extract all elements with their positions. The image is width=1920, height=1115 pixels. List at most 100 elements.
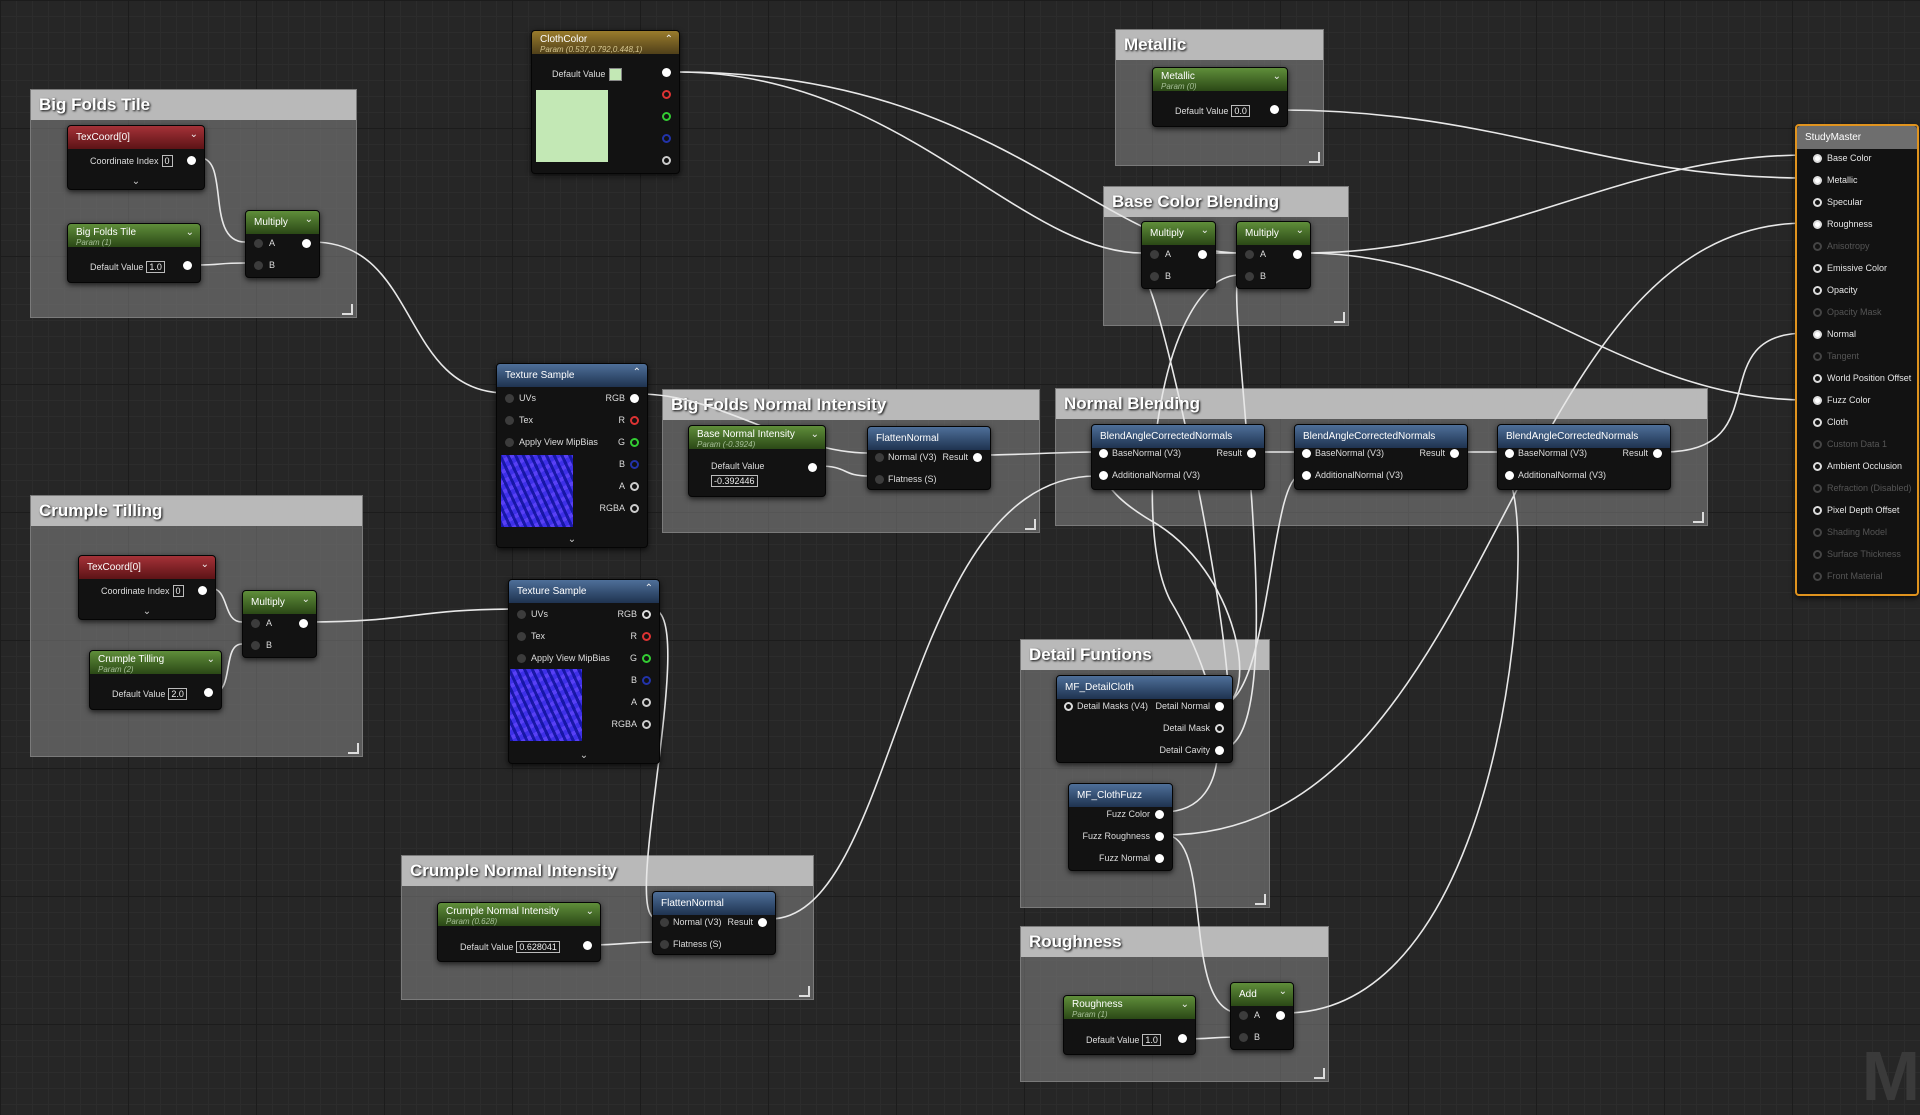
default-value-field[interactable]: 2.0 <box>168 688 187 700</box>
chevron-down-icon[interactable]: ⌄ <box>810 429 819 440</box>
input-pin-a[interactable] <box>1245 250 1254 259</box>
input-pin-normal[interactable] <box>875 453 884 462</box>
multiply-node[interactable]: Multiply⌄ A B <box>1236 221 1311 289</box>
material-input-pin[interactable] <box>1813 198 1822 207</box>
output-pin-detail-cavity[interactable] <box>1215 746 1224 755</box>
blend-angle-corrected-normals-node[interactable]: BlendAngleCorrectedNormals BaseNormal (V… <box>1497 424 1671 490</box>
output-pin-g[interactable] <box>642 654 651 663</box>
input-pin-flatness[interactable] <box>660 940 669 949</box>
output-pin[interactable] <box>183 261 192 270</box>
material-input-pin[interactable] <box>1813 242 1822 251</box>
input-pin-b[interactable] <box>1245 272 1254 281</box>
output-pin-detail-mask[interactable] <box>1215 724 1224 733</box>
chevron-up-icon[interactable]: ⌃ <box>632 367 641 378</box>
output-pin-r[interactable] <box>642 632 651 641</box>
material-input-pin[interactable] <box>1813 550 1822 559</box>
output-pin-b[interactable] <box>662 134 671 143</box>
input-pin-basenormal[interactable] <box>1099 449 1108 458</box>
output-pin[interactable] <box>198 586 207 595</box>
node-header[interactable]: Multiply⌄ <box>1237 222 1310 245</box>
node-header[interactable]: FlattenNormal <box>653 892 775 915</box>
output-pin-g[interactable] <box>630 438 639 447</box>
output-pin[interactable] <box>299 619 308 628</box>
multiply-node[interactable]: Multiply⌄ A B <box>242 590 317 658</box>
material-input-pin[interactable] <box>1813 264 1822 273</box>
output-pin[interactable] <box>302 239 311 248</box>
chevron-down-icon[interactable]: ⌄ <box>579 750 589 761</box>
comment-big-folds-tile[interactable]: Big Folds Tile <box>30 89 357 318</box>
node-header[interactable]: FlattenNormal <box>868 427 990 450</box>
material-input-pin[interactable] <box>1813 220 1822 229</box>
color-preview[interactable] <box>536 90 608 162</box>
output-pin[interactable] <box>1247 449 1256 458</box>
chevron-down-icon[interactable]: ⌄ <box>1272 71 1281 82</box>
output-pin-g[interactable] <box>662 112 671 121</box>
multiply-node[interactable]: Multiply⌄ A B <box>245 210 320 278</box>
output-pin-fuzz-color[interactable] <box>1155 810 1164 819</box>
texture-sample-node[interactable]: Texture Sample⌃ UVs Tex Apply View MipBi… <box>496 363 648 548</box>
resize-grip[interactable] <box>342 304 353 315</box>
chevron-down-icon[interactable]: ⌄ <box>1295 225 1304 236</box>
cloth-fuzz-function-node[interactable]: MF_ClothFuzz Fuzz Color Fuzz Roughness F… <box>1068 783 1173 871</box>
material-input-pin[interactable] <box>1813 330 1822 339</box>
chevron-down-icon[interactable]: ⌄ <box>206 654 215 665</box>
resize-grip[interactable] <box>1309 152 1320 163</box>
chevron-down-icon[interactable]: ⌄ <box>1200 225 1209 236</box>
output-pin-b[interactable] <box>642 676 651 685</box>
input-pin-b[interactable] <box>1239 1033 1248 1042</box>
output-pin[interactable] <box>187 156 196 165</box>
node-header[interactable]: Texture Sample⌃ <box>497 364 647 387</box>
node-header[interactable]: Multiply⌄ <box>243 591 316 614</box>
resize-grip[interactable] <box>1255 894 1266 905</box>
default-value-field[interactable]: -0.392446 <box>711 475 758 487</box>
input-pin-tex[interactable] <box>505 416 514 425</box>
chevron-down-icon[interactable]: ⌄ <box>131 176 141 187</box>
chevron-down-icon[interactable]: ⌄ <box>189 129 198 140</box>
resize-grip[interactable] <box>1025 519 1036 530</box>
output-pin[interactable] <box>1178 1034 1187 1043</box>
output-pin-b[interactable] <box>630 460 639 469</box>
resize-grip[interactable] <box>799 986 810 997</box>
node-header[interactable]: TexCoord[0]⌄ <box>68 126 204 149</box>
flatten-normal-node[interactable]: FlattenNormal Normal (V3) Flatness (S) R… <box>867 426 991 490</box>
chevron-down-icon[interactable]: ⌄ <box>301 594 310 605</box>
output-pin[interactable] <box>808 463 817 472</box>
input-pin-basenormal[interactable] <box>1505 449 1514 458</box>
output-pin-rgb[interactable] <box>642 610 651 619</box>
material-input-pin[interactable] <box>1813 374 1822 383</box>
add-node[interactable]: Add⌄ A B <box>1230 982 1294 1050</box>
detail-cloth-function-node[interactable]: MF_DetailCloth Detail Masks (V4) Detail … <box>1056 675 1233 763</box>
default-value-field[interactable]: 0.0 <box>1231 105 1250 117</box>
input-pin-uvs[interactable] <box>505 394 514 403</box>
input-pin-b[interactable] <box>251 641 260 650</box>
input-pin-detail-masks[interactable] <box>1064 702 1073 711</box>
chevron-down-icon[interactable]: ⌄ <box>185 227 194 238</box>
material-input-pin[interactable] <box>1813 352 1822 361</box>
node-header[interactable]: Add⌄ <box>1231 983 1293 1006</box>
output-pin-a[interactable] <box>630 482 639 491</box>
node-header[interactable]: TexCoord[0]⌄ <box>79 556 215 579</box>
node-header[interactable]: MF_DetailCloth <box>1057 676 1232 699</box>
texture-sample-node[interactable]: Texture Sample⌃ UVs Tex Apply View MipBi… <box>508 579 660 764</box>
output-pin-detail-normal[interactable] <box>1215 702 1224 711</box>
input-pin-flatness[interactable] <box>875 475 884 484</box>
output-pin[interactable] <box>583 941 592 950</box>
chevron-down-icon[interactable]: ⌄ <box>1180 999 1189 1010</box>
default-value-field[interactable]: 1.0 <box>146 261 165 273</box>
input-pin-a[interactable] <box>254 239 263 248</box>
node-header[interactable]: StudyMaster <box>1797 126 1917 149</box>
material-input-pin[interactable] <box>1813 154 1822 163</box>
node-header[interactable]: Multiply⌄ <box>1142 222 1215 245</box>
chevron-down-icon[interactable]: ⌄ <box>585 906 594 917</box>
